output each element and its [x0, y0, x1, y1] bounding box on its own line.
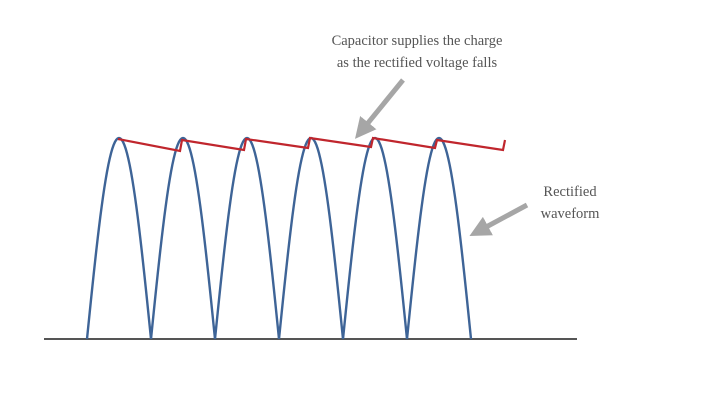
- rectified-annotation-line1: Rectified: [543, 184, 597, 200]
- rectified-callout-arrow: [469, 202, 529, 236]
- capacitor-callout-arrow: [355, 78, 405, 139]
- waveform-hump-4: [277, 136, 345, 340]
- capacitor-ripple-line: [117, 136, 507, 153]
- capacitor-annotation-line1: Capacitor supplies the charge: [331, 33, 503, 49]
- capacitor-annotation-line2: as the rectified voltage falls: [336, 55, 498, 71]
- capacitor-annotation: Capacitor supplies the charge as the rec…: [292, 30, 542, 74]
- waveform-hump-2: [149, 136, 217, 340]
- rectified-annotation-line2: waveform: [540, 206, 600, 222]
- waveform-hump-1: [85, 136, 153, 340]
- waveform-hump-3: [213, 136, 281, 340]
- rectified-waveform: [85, 136, 473, 340]
- waveform-hump-6: [405, 136, 473, 340]
- rectified-annotation: Rectified waveform: [515, 181, 625, 225]
- waveform-hump-5: [341, 136, 409, 340]
